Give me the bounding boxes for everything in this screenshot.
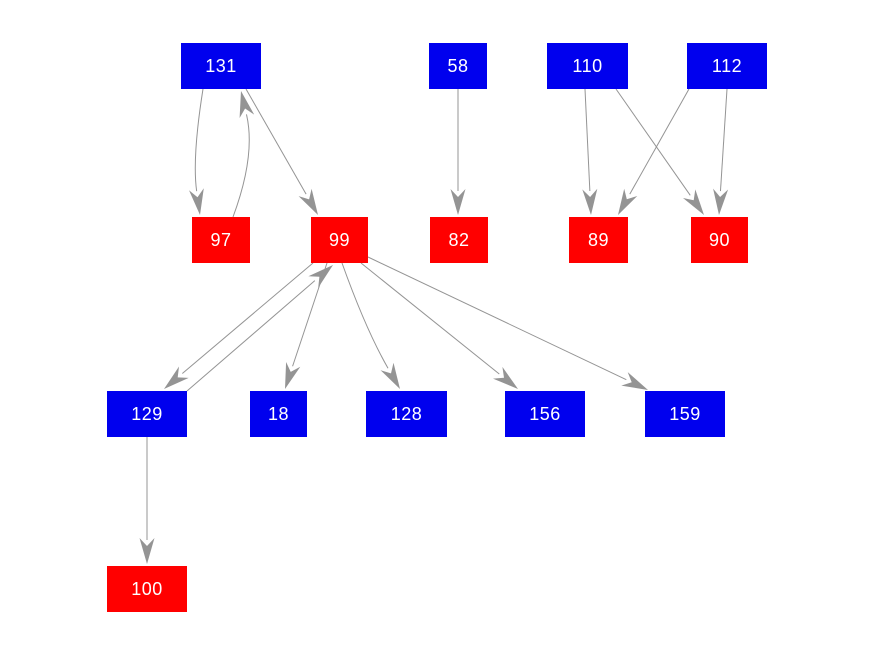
edge-129-to-99 bbox=[186, 265, 333, 392]
edge-line bbox=[615, 88, 691, 196]
edge-58-to-82 bbox=[450, 89, 466, 215]
edge-arrowhead bbox=[189, 188, 204, 215]
edge-arrowhead bbox=[298, 188, 318, 215]
edge-97-to-131 bbox=[232, 91, 255, 218]
edge-line bbox=[719, 88, 728, 192]
edge-arrowhead bbox=[618, 188, 638, 215]
edge-arrowhead bbox=[239, 91, 255, 118]
edge-line bbox=[194, 88, 204, 192]
edge-131-to-99 bbox=[245, 88, 318, 215]
edge-line bbox=[367, 256, 627, 381]
node-90: 90 bbox=[691, 217, 748, 263]
edge-line bbox=[584, 88, 591, 192]
edge-arrowhead bbox=[139, 538, 155, 564]
node-112: 112 bbox=[687, 43, 767, 89]
edge-arrowhead bbox=[582, 188, 598, 215]
edge-line bbox=[182, 262, 314, 374]
edge-arrowhead bbox=[493, 366, 518, 389]
node-82: 82 bbox=[430, 217, 488, 263]
node-97: 97 bbox=[192, 217, 250, 263]
edge-arrowhead bbox=[164, 366, 189, 389]
edge-line bbox=[292, 262, 328, 367]
edge-arrowhead bbox=[285, 362, 301, 389]
edge-line bbox=[245, 88, 307, 195]
edge-131-to-97 bbox=[189, 88, 204, 215]
edge-99-to-129 bbox=[164, 262, 314, 389]
node-100: 100 bbox=[107, 566, 187, 612]
edge-129-to-100 bbox=[139, 437, 155, 564]
edge-arrowhead bbox=[308, 265, 333, 288]
edge-arrowhead bbox=[450, 189, 466, 215]
node-129: 129 bbox=[107, 391, 187, 437]
edge-arrowhead bbox=[621, 372, 648, 390]
node-18: 18 bbox=[250, 391, 307, 437]
edge-arrowhead bbox=[683, 189, 704, 215]
edge-110-to-90 bbox=[615, 88, 704, 215]
edge-line bbox=[341, 262, 389, 369]
node-58: 58 bbox=[429, 43, 487, 89]
edge-arrowhead bbox=[380, 362, 400, 389]
node-99: 99 bbox=[311, 217, 368, 263]
edge-110-to-89 bbox=[582, 88, 598, 215]
node-159: 159 bbox=[645, 391, 725, 437]
edge-99-to-159 bbox=[367, 256, 648, 390]
edge-line bbox=[232, 114, 250, 218]
node-156: 156 bbox=[505, 391, 585, 437]
node-110: 110 bbox=[547, 43, 628, 89]
edge-112-to-89 bbox=[618, 88, 690, 215]
edge-99-to-18 bbox=[285, 262, 328, 389]
node-131: 131 bbox=[181, 43, 261, 89]
edge-99-to-156 bbox=[360, 262, 518, 389]
edge-arrowhead bbox=[713, 188, 729, 215]
edge-line bbox=[186, 280, 316, 392]
node-89: 89 bbox=[569, 217, 628, 263]
node-128: 128 bbox=[366, 391, 447, 437]
edge-112-to-90 bbox=[713, 88, 729, 215]
edge-line bbox=[629, 88, 690, 195]
edge-99-to-128 bbox=[341, 262, 400, 389]
edge-line bbox=[360, 262, 500, 375]
